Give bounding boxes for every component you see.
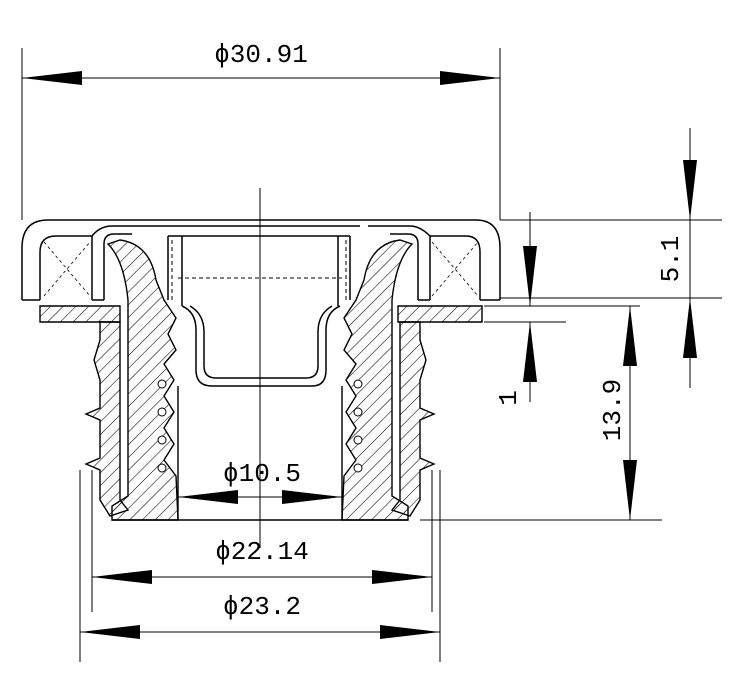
cap-hidden-lines — [171, 240, 347, 300]
right-flange — [397, 305, 483, 323]
right-inner-wall — [341, 239, 414, 521]
dim-body-height: 13.9 — [598, 379, 628, 441]
dim-cap-height: 5.1 — [656, 236, 686, 283]
cap-cross-marks — [43, 241, 479, 297]
dim-body-inner-diameter: ϕ22.14 — [215, 537, 309, 567]
left-inner-wall — [106, 239, 179, 521]
thread-teeth — [157, 379, 363, 473]
dim-bore-diameter: ϕ10.5 — [223, 459, 301, 489]
dim-flange-thickness: 1 — [494, 390, 524, 406]
dim-cap-outer-diameter: ϕ30.91 — [214, 40, 308, 70]
cap-outline — [21, 219, 501, 387]
right-outer-wall — [390, 321, 436, 517]
dim-body-outer-diameter: ϕ23.2 — [223, 592, 301, 622]
dimension-lines — [21, 48, 722, 662]
left-flange — [39, 305, 121, 323]
